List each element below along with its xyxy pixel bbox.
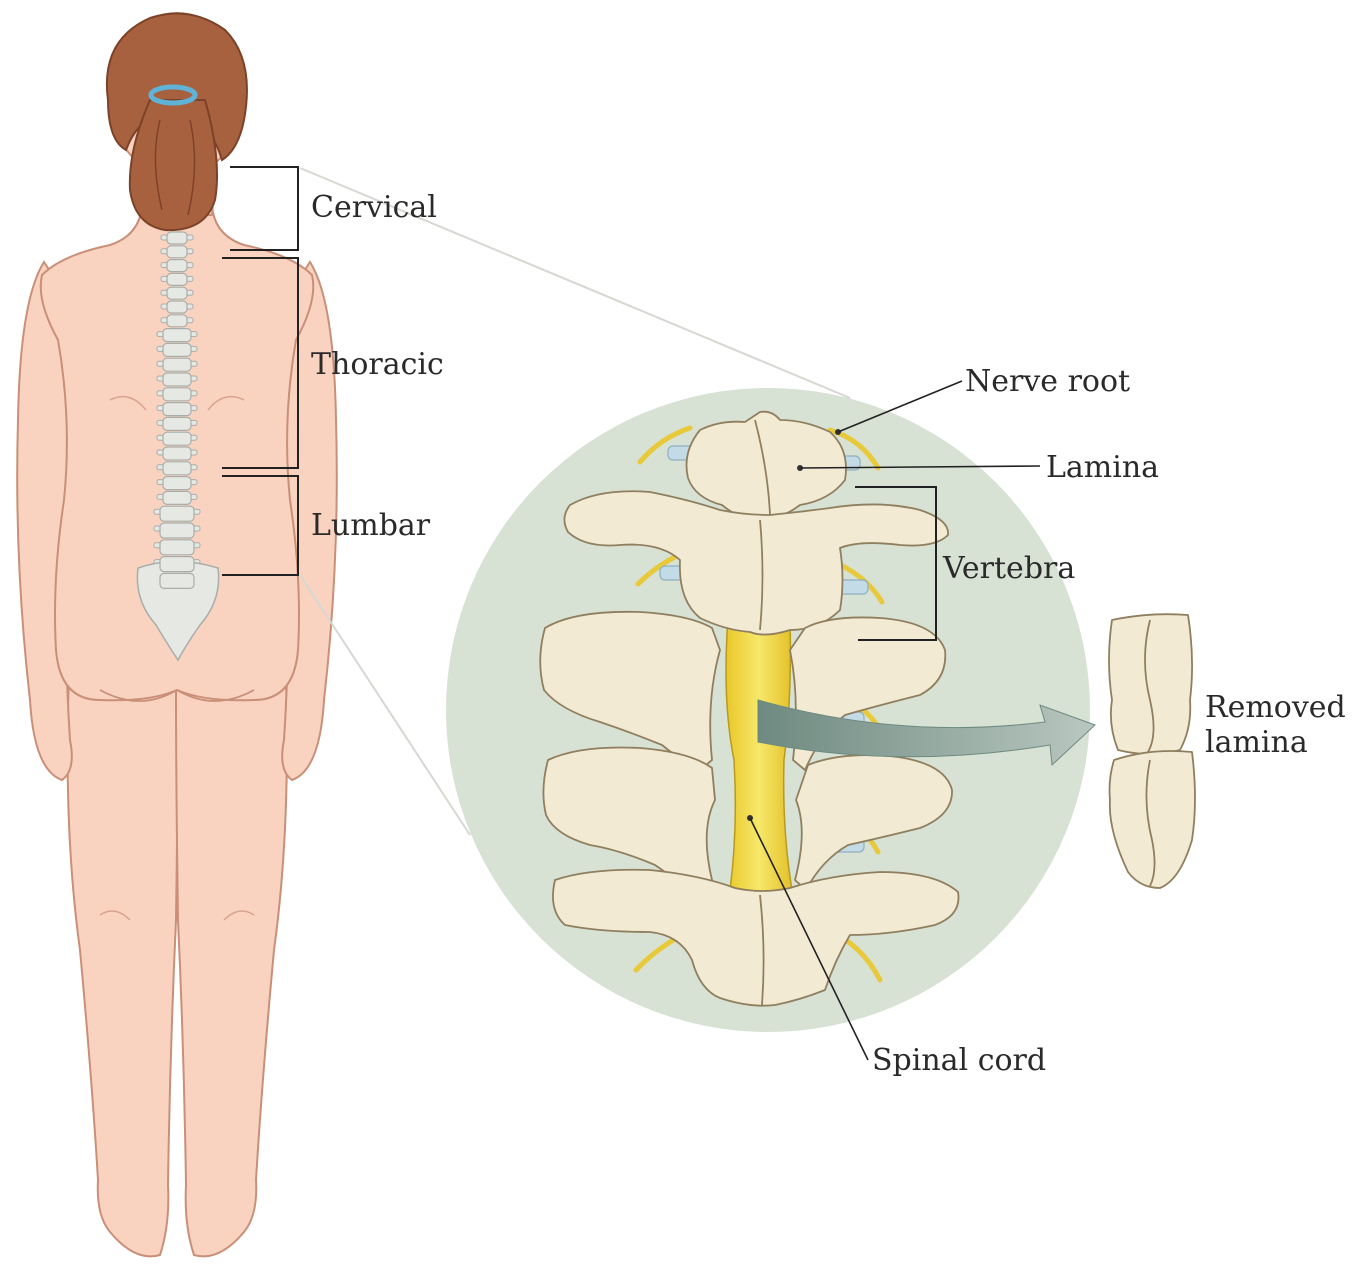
label-nerve-root: Nerve root: [965, 364, 1130, 400]
label-thoracic: Thoracic: [311, 347, 444, 383]
figure-vertebra: [163, 388, 191, 401]
figure-vertebra: [160, 557, 194, 572]
label-spinal-cord: Spinal cord: [872, 1043, 1046, 1079]
figure-vertebra: [167, 315, 187, 327]
figure-vertebra: [163, 477, 191, 490]
figure-vertebra: [167, 273, 187, 285]
figure-vertebra: [163, 417, 191, 430]
figure-vertebra: [163, 447, 191, 460]
figure-vertebra: [167, 260, 187, 272]
figure-vertebra: [160, 540, 194, 555]
label-vertebra: Vertebra: [943, 551, 1075, 587]
figure-vertebra: [163, 432, 191, 445]
label-cervical: Cervical: [311, 190, 437, 226]
removed-lamina-pieces: [1109, 614, 1195, 888]
spinal-cord-shape: [726, 614, 792, 895]
figure-vertebra: [163, 491, 191, 504]
figure-vertebra: [163, 343, 191, 356]
figure-vertebra: [163, 329, 191, 342]
figure-vertebra: [160, 573, 194, 588]
figure-vertebra: [167, 246, 187, 258]
label-lamina: Lamina: [1046, 450, 1159, 486]
label-lumbar: Lumbar: [311, 508, 430, 544]
label-removed-lamina-line1: Removed: [1205, 690, 1346, 726]
figure-vertebra: [167, 287, 187, 299]
figure-vertebra: [167, 232, 187, 244]
figure-vertebra: [160, 523, 194, 538]
figure-vertebra: [167, 301, 187, 313]
figure-vertebra: [163, 462, 191, 475]
figure-vertebra: [163, 358, 191, 371]
figure-vertebra: [163, 403, 191, 416]
figure-vertebra: [163, 373, 191, 386]
figure-vertebra: [160, 506, 194, 521]
label-removed-lamina-line2: lamina: [1205, 725, 1308, 761]
